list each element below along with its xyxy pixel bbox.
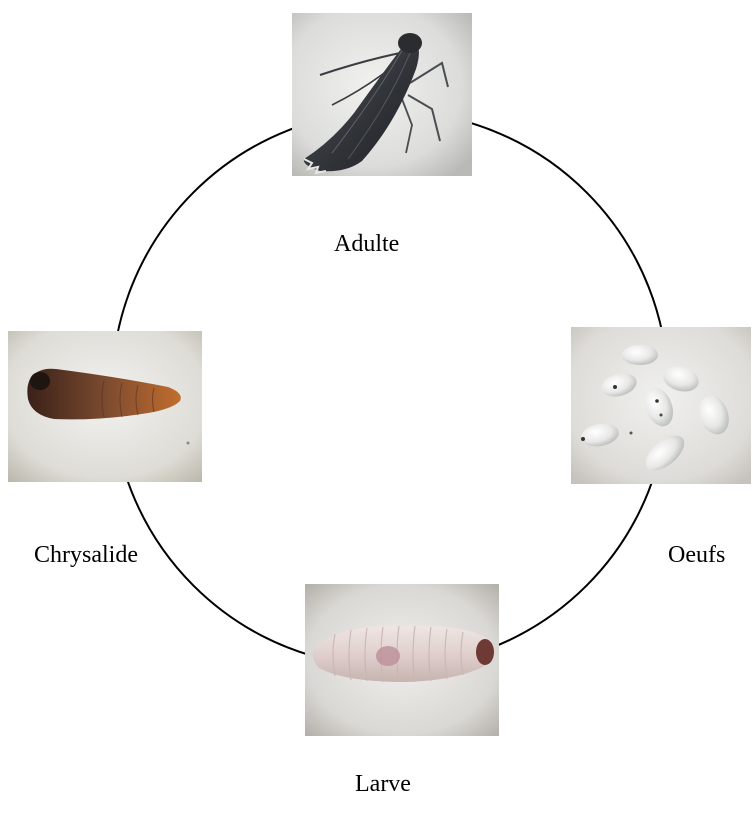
pupa-photo — [8, 331, 202, 482]
eggs-photo — [571, 327, 751, 484]
stage-label-pupa: Chrysalide — [34, 543, 138, 567]
stage-label-larva: Larve — [355, 772, 411, 796]
stage-label-adult: Adulte — [334, 232, 399, 256]
moth-photo — [292, 13, 472, 176]
larva-photo — [305, 584, 499, 736]
stage-label-eggs: Oeufs — [668, 543, 725, 567]
